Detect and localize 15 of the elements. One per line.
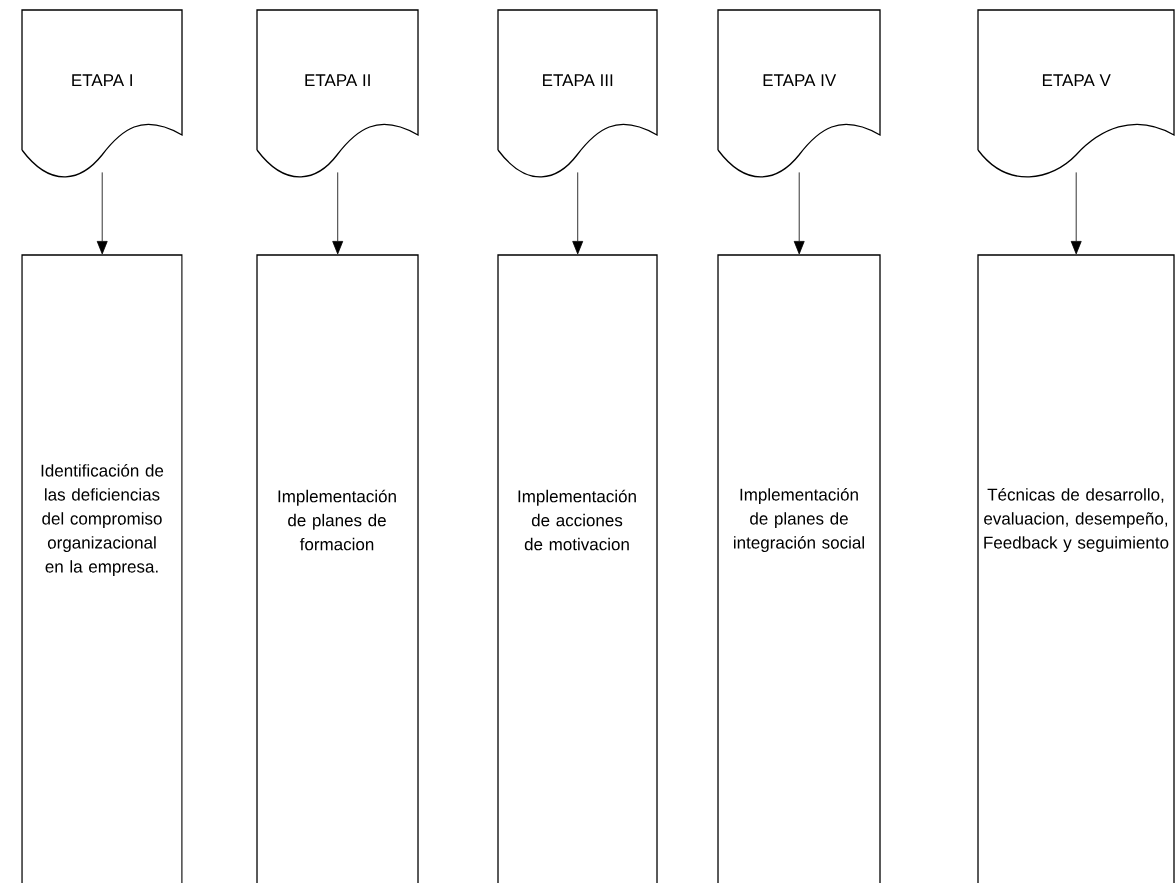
document-shape: ETAPA III [497, 9, 658, 178]
document-shape: ETAPA IV [717, 9, 881, 178]
process-box: Implementación de planes de formacion [256, 254, 419, 883]
process-box: Técnicas de desarrollo, evaluacion, desempeño, Feedback y seguimiento [977, 254, 1175, 883]
document-shape: ETAPA V [977, 9, 1175, 178]
process-box: Implementación de acciones de motivacion [497, 254, 658, 883]
process-box: Identificación de las deficiencias del compromiso organizacional en la empresa. [21, 254, 183, 883]
arrow [1070, 172, 1082, 255]
process-box: Implementación de planes de integración social [717, 254, 881, 883]
arrow [793, 172, 805, 255]
arrow [572, 172, 584, 255]
arrow [96, 172, 108, 255]
document-shape: ETAPA I [21, 9, 183, 178]
document-shape: ETAPA II [256, 9, 419, 178]
arrow [332, 172, 344, 255]
